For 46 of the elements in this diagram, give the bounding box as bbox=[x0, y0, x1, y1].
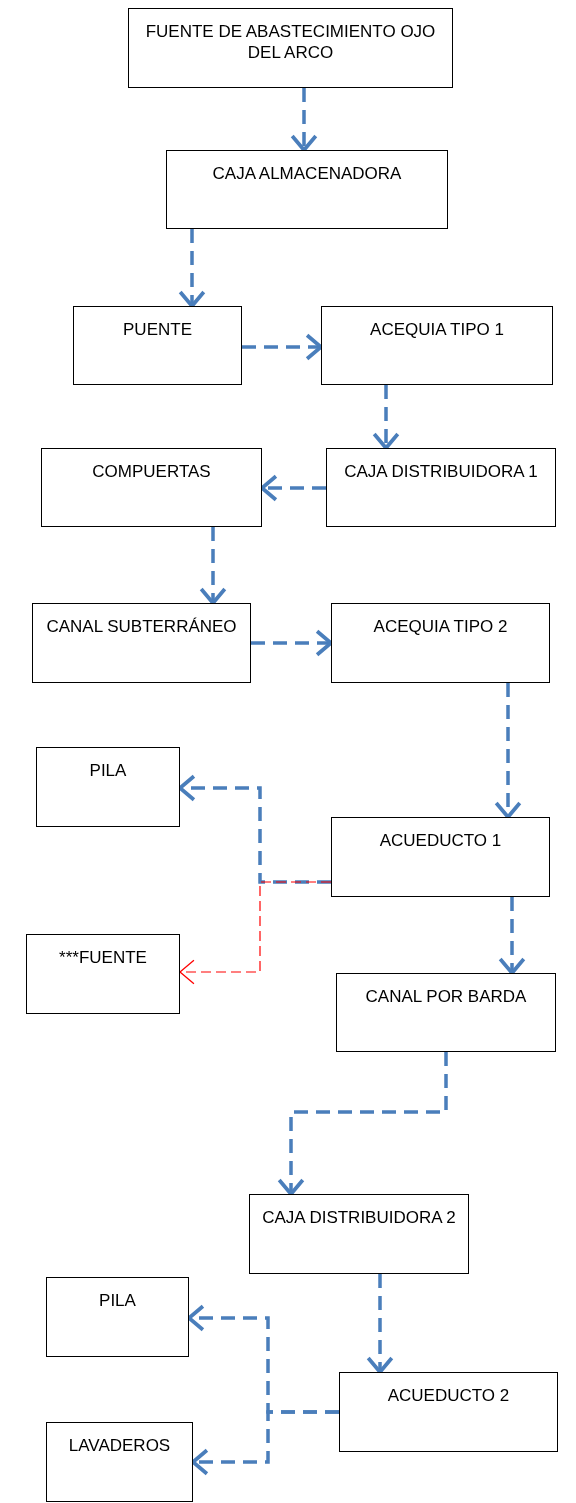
process-box bbox=[41, 448, 262, 527]
box-label: ***FUENTE bbox=[58, 947, 148, 969]
arrow bbox=[178, 774, 331, 884]
process-box bbox=[32, 603, 251, 683]
box-label: ACEQUIA TIPO 1 bbox=[369, 319, 505, 341]
arrow bbox=[251, 629, 333, 657]
process-box bbox=[46, 1277, 189, 1357]
process-box bbox=[46, 1422, 193, 1502]
box-label: CAJA ALMACENADORA bbox=[211, 163, 403, 185]
arrow bbox=[372, 385, 400, 450]
arrow bbox=[290, 88, 318, 152]
box-label: ACUEDUCTO 2 bbox=[386, 1385, 511, 1407]
box-label: PILA bbox=[88, 760, 128, 782]
process-box bbox=[249, 1194, 469, 1274]
process-box bbox=[73, 306, 242, 385]
box-label: PILA bbox=[98, 1290, 137, 1312]
process-box bbox=[326, 448, 556, 527]
process-box bbox=[331, 817, 550, 897]
arrow bbox=[179, 881, 332, 985]
arrow bbox=[178, 229, 206, 308]
box-label: CANAL SUBTERRÁNEO bbox=[45, 616, 238, 638]
box-label: ACEQUIA TIPO 2 bbox=[372, 616, 509, 638]
box-label: COMPUERTAS bbox=[91, 461, 212, 483]
process-box bbox=[336, 973, 556, 1052]
arrow bbox=[498, 897, 526, 975]
arrow bbox=[260, 474, 326, 502]
process-box bbox=[26, 934, 180, 1014]
arrow bbox=[199, 527, 227, 605]
box-label: CANAL POR BARDA bbox=[364, 986, 528, 1008]
box-label: ACUEDUCTO 1 bbox=[378, 830, 503, 852]
process-box bbox=[331, 603, 550, 683]
box-label: CAJA DISTRIBUIDORA 2 bbox=[261, 1207, 457, 1229]
box-label: LAVADEROS bbox=[67, 1435, 172, 1457]
box-label: PUENTE bbox=[122, 319, 193, 341]
process-box bbox=[339, 1372, 558, 1452]
process-box bbox=[36, 747, 180, 827]
arrow bbox=[242, 333, 323, 361]
arrow bbox=[191, 1410, 339, 1476]
process-box bbox=[166, 150, 448, 229]
arrow bbox=[277, 1052, 448, 1196]
arrow bbox=[366, 1274, 394, 1374]
box-label: FUENTE DE ABASTECIMIENTO OJO DEL ARCO bbox=[144, 21, 437, 64]
arrow bbox=[494, 683, 522, 819]
process-box bbox=[321, 306, 553, 385]
box-label: CAJA DISTRIBUIDORA 1 bbox=[343, 461, 539, 483]
process-box bbox=[128, 8, 453, 88]
